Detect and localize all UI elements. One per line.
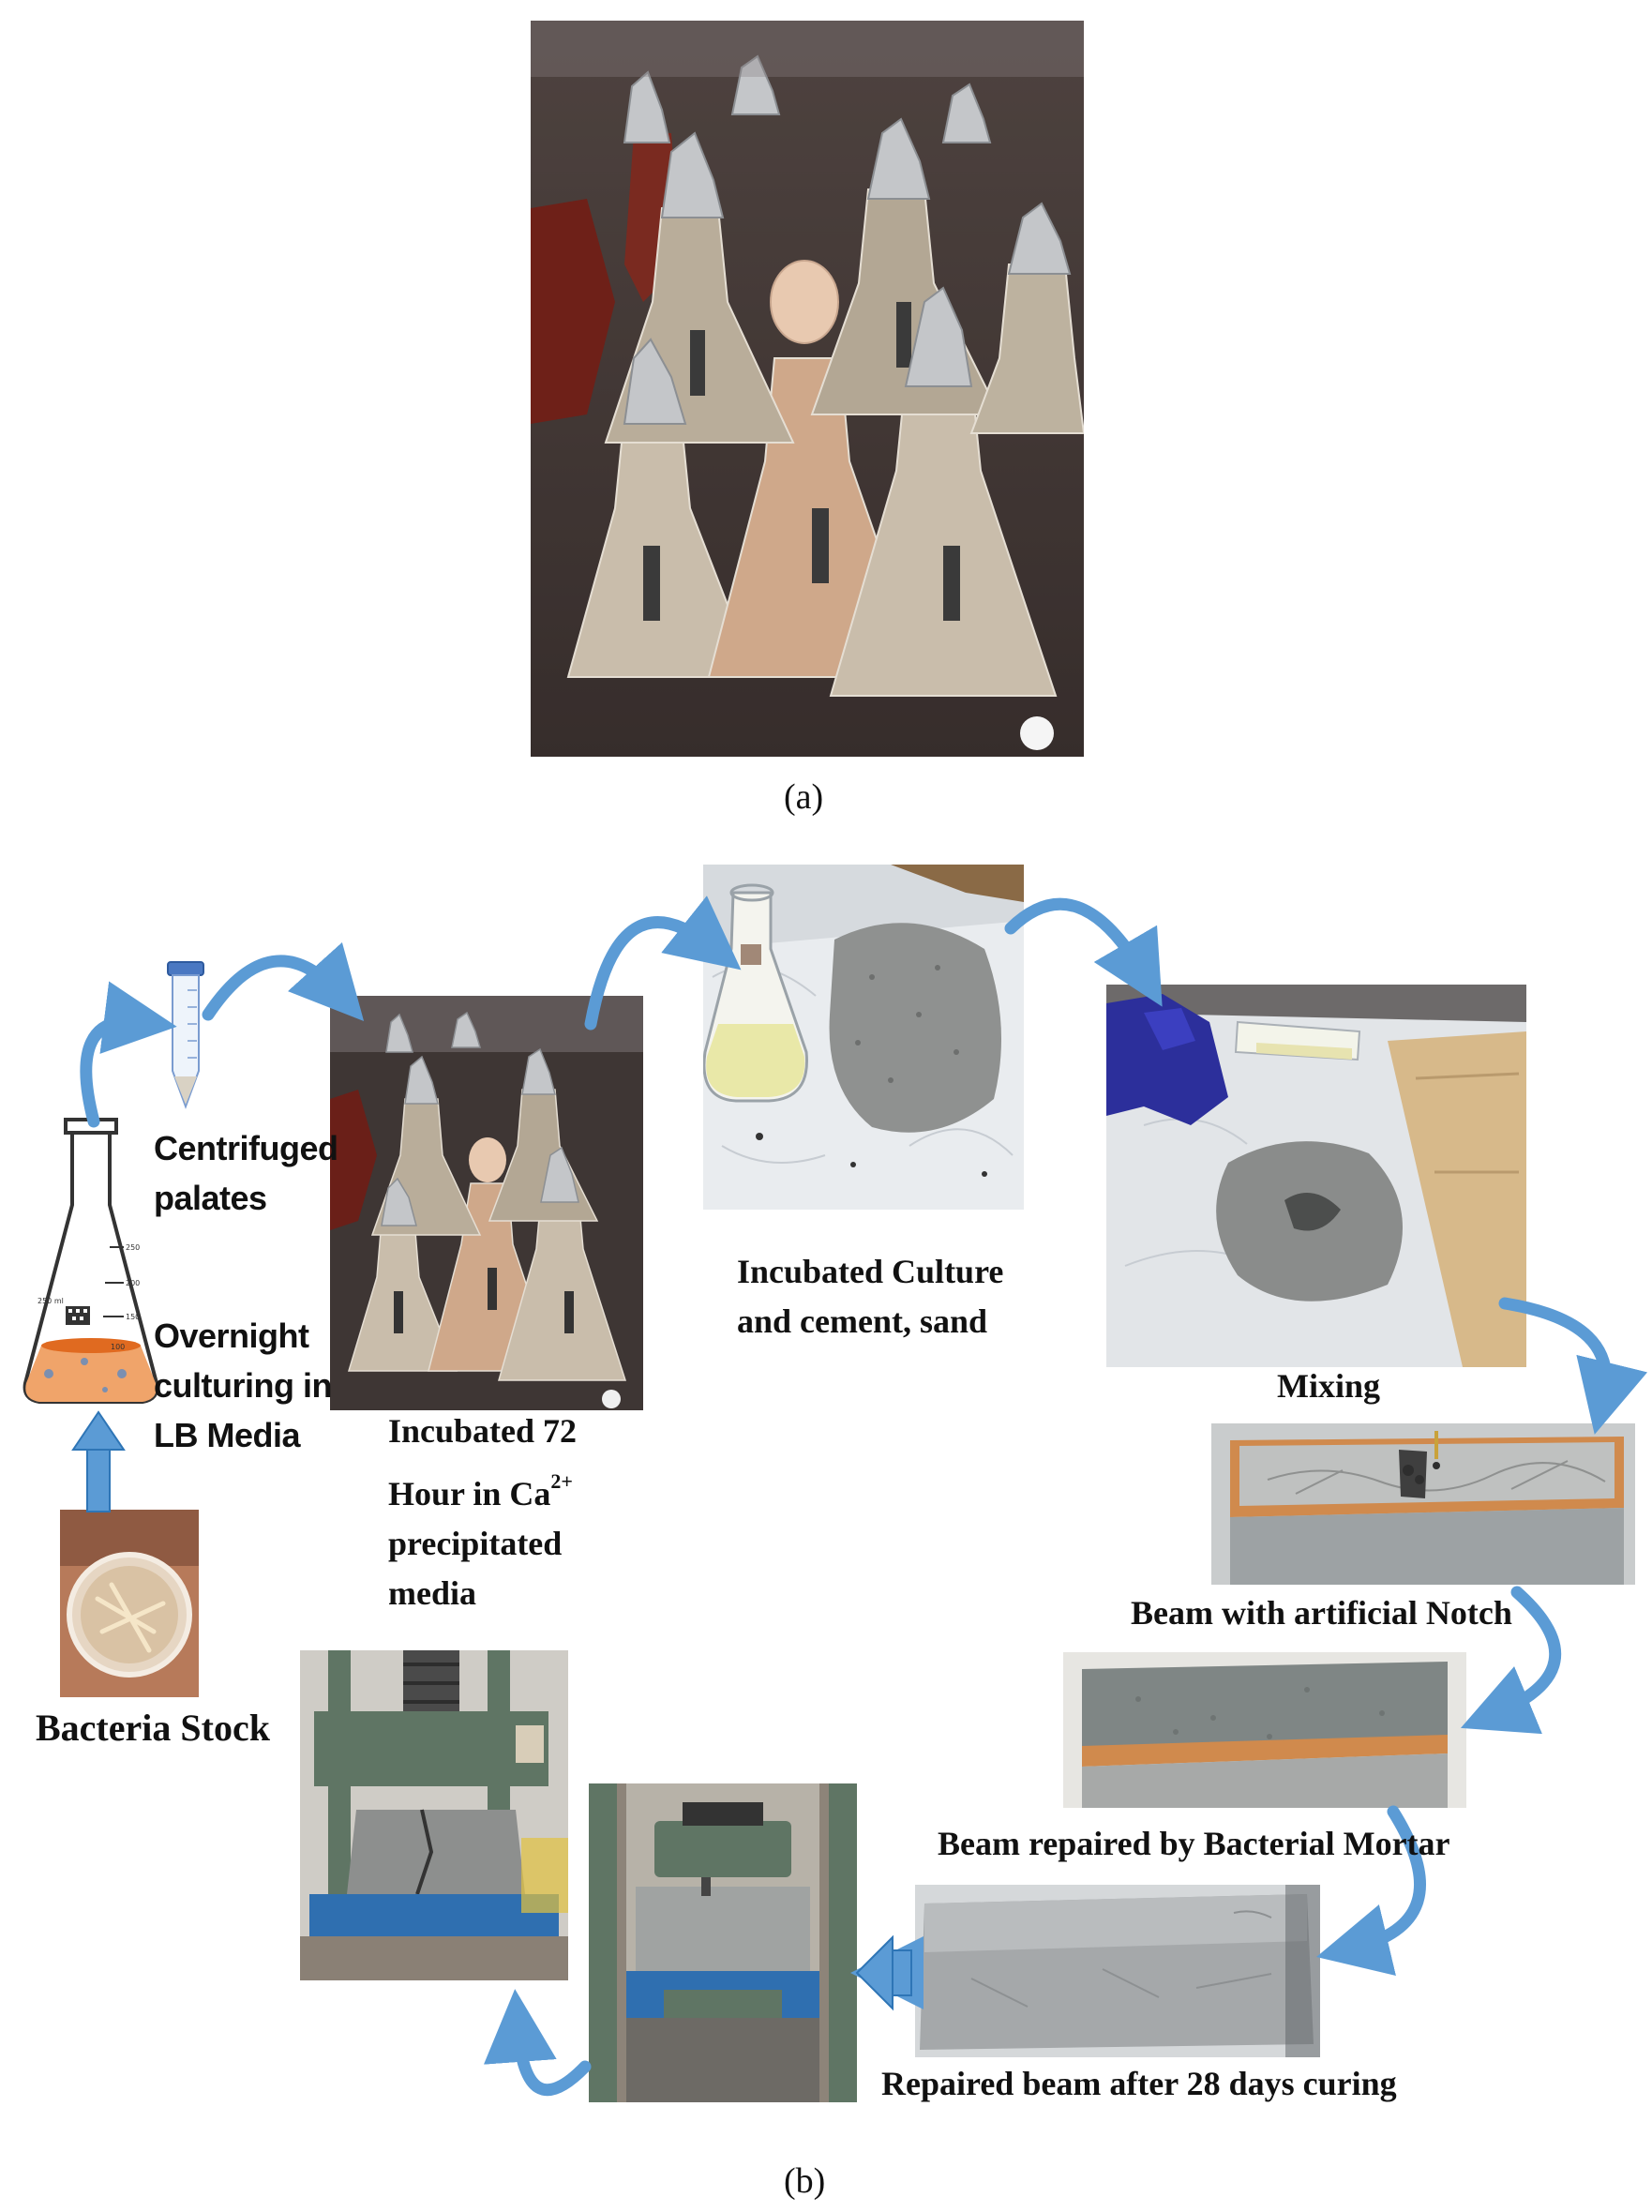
flask-mark-100: 100 bbox=[111, 1343, 125, 1351]
label-repaired-28: Repaired beam after 28 days curing bbox=[881, 2065, 1397, 2102]
arrow-cured-to-test-block bbox=[855, 1934, 912, 2011]
flexural-test-photo bbox=[589, 1783, 857, 2102]
label-centrifuged: Centrifuged palates bbox=[154, 1129, 338, 1217]
label-incubated-72: Incubated 72 Hour in Ca2+ precipitated m… bbox=[388, 1412, 578, 1612]
arrow-tube-to-incubation bbox=[202, 941, 365, 1021]
culture-cement-sand-photo bbox=[703, 865, 1024, 1210]
label-mixing: Mixing bbox=[1277, 1367, 1381, 1405]
panel-b-caption: (b) bbox=[784, 2161, 826, 2201]
label-beam-notch: Beam with artificial Notch bbox=[1131, 1594, 1512, 1632]
arrow-culture-to-mixing bbox=[1004, 897, 1163, 1007]
failed-beam-photo bbox=[300, 1650, 568, 1980]
beam-repaired-photo bbox=[1063, 1652, 1466, 1808]
arrow-stock-to-culture bbox=[71, 1410, 126, 1512]
arrow-test-to-failed bbox=[483, 1989, 592, 2097]
incubated-flasks-photo bbox=[330, 996, 643, 1410]
label-bacteria-stock: Bacteria Stock bbox=[36, 1707, 270, 1749]
beam-cured-photo bbox=[915, 1885, 1320, 2057]
label-beam-repaired: Beam repaired by Bacterial Mortar bbox=[938, 1825, 1450, 1862]
ca-charge: 2+ bbox=[550, 1469, 573, 1493]
arrow-flask-to-tube bbox=[80, 981, 177, 1128]
flask-mark-250: 250 bbox=[126, 1243, 140, 1252]
centrifuge-tube-drawing bbox=[165, 960, 206, 1110]
beam-notch-photo bbox=[1211, 1423, 1635, 1585]
panel-a-caption: (a) bbox=[784, 777, 824, 817]
label-overnight: Overnight culturing in LB Media bbox=[154, 1317, 332, 1454]
flask-incubation-photo bbox=[531, 21, 1084, 757]
flask-mark-150: 150 bbox=[126, 1313, 140, 1321]
erlenmeyer-flask-drawing: 250 200 150 100 250 ml bbox=[21, 1116, 161, 1425]
flask-mark-200: 200 bbox=[126, 1279, 140, 1287]
label-incubated-culture: Incubated Culture and cement, sand bbox=[737, 1253, 1004, 1340]
bacteria-stock-photo bbox=[60, 1510, 199, 1697]
flask-volume-label: 250 ml bbox=[38, 1297, 64, 1305]
mixing-photo bbox=[1106, 985, 1526, 1367]
